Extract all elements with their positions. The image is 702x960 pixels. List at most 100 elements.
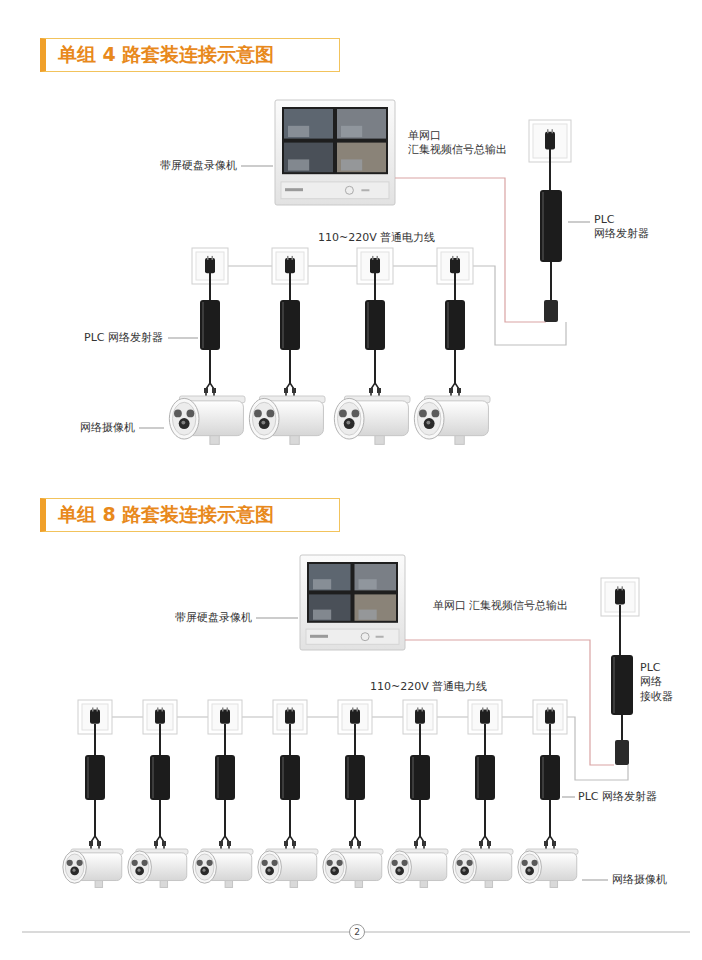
plug-prong bbox=[212, 256, 214, 260]
power-cord bbox=[549, 149, 551, 190]
ir-led bbox=[352, 410, 360, 418]
view-detail bbox=[341, 159, 362, 170]
dvr-screen bbox=[282, 107, 388, 174]
dvr-frame bbox=[300, 555, 405, 650]
plc-adapter bbox=[410, 755, 430, 800]
plug-prong bbox=[162, 707, 164, 711]
plug bbox=[205, 258, 215, 273]
camera-lens bbox=[265, 867, 274, 876]
camera-ring bbox=[455, 854, 474, 880]
dvr-logo-mark bbox=[310, 635, 328, 638]
dvr-screen bbox=[307, 562, 398, 623]
leader-line bbox=[256, 618, 298, 619]
power-cord bbox=[289, 800, 291, 836]
cable-connector bbox=[357, 841, 361, 846]
ir-led bbox=[457, 860, 463, 866]
power-cord bbox=[354, 724, 356, 755]
plug-prong bbox=[97, 707, 99, 711]
power-cord bbox=[419, 800, 421, 836]
dvr-panel bbox=[306, 629, 399, 644]
cable-connector bbox=[284, 841, 288, 846]
cable-connector bbox=[544, 841, 548, 846]
camera-ring bbox=[520, 854, 539, 880]
power-cord bbox=[159, 800, 161, 836]
camera-view bbox=[284, 143, 333, 173]
dvr-logo-mark bbox=[285, 188, 303, 191]
plug-prong bbox=[207, 256, 209, 260]
power-cord bbox=[549, 724, 551, 755]
title-text: 单组 4 路套装连接示意图 bbox=[58, 42, 274, 68]
cable-connector bbox=[414, 841, 418, 846]
plug-prong bbox=[547, 129, 549, 133]
camera-ring bbox=[130, 854, 149, 880]
plc-adapter bbox=[280, 300, 300, 350]
camera-ring bbox=[337, 402, 360, 435]
ir-led bbox=[67, 860, 73, 866]
power-cord bbox=[289, 350, 291, 383]
adapter-highlight bbox=[282, 757, 284, 798]
leader-line bbox=[582, 880, 608, 881]
lens-glint bbox=[332, 869, 335, 872]
plug bbox=[615, 589, 625, 605]
section-title: 单组 4 路套装连接示意图 bbox=[40, 38, 340, 72]
plc-adapter bbox=[200, 300, 220, 350]
camera-face bbox=[414, 398, 444, 439]
plug-prong bbox=[292, 256, 294, 260]
camera-view bbox=[309, 564, 351, 590]
plug bbox=[285, 710, 295, 724]
camera-view bbox=[337, 143, 386, 173]
dvr-frame bbox=[275, 100, 395, 205]
camera-lens bbox=[395, 867, 404, 876]
camera-ring bbox=[172, 402, 195, 435]
cable-connector bbox=[212, 388, 216, 393]
ir-led bbox=[142, 860, 148, 866]
view-detail bbox=[288, 159, 309, 170]
plug bbox=[545, 710, 555, 724]
camera-ring bbox=[390, 854, 409, 880]
lens-glint bbox=[527, 869, 530, 872]
power-cord bbox=[619, 605, 621, 655]
plc-adapter bbox=[150, 755, 170, 800]
camera-face bbox=[323, 851, 347, 883]
cable-connector bbox=[377, 388, 381, 393]
power-cord bbox=[224, 724, 226, 755]
section-title: 单组 8 路套装连接示意图 bbox=[40, 498, 340, 532]
adapter-highlight bbox=[447, 302, 449, 348]
ir-led bbox=[267, 410, 275, 418]
camera-lens bbox=[200, 867, 209, 876]
camera-face bbox=[388, 851, 412, 883]
plug-prong bbox=[357, 707, 359, 711]
plug-prong bbox=[377, 256, 379, 260]
port-label: 单网口 汇集视频信号总输出 bbox=[408, 129, 516, 158]
power-cord bbox=[419, 724, 421, 755]
plc-adapter bbox=[365, 300, 385, 350]
plug-prong bbox=[422, 707, 424, 711]
plug-prong bbox=[487, 707, 489, 711]
lens-glint bbox=[72, 869, 75, 872]
power-cord bbox=[374, 350, 376, 383]
plug bbox=[285, 258, 295, 273]
ir-led bbox=[132, 860, 138, 866]
device-label: 网络摄像机 bbox=[80, 421, 135, 435]
port-label: 单网口 汇集视频信号总输出 bbox=[433, 599, 569, 613]
lens-glint bbox=[137, 869, 140, 872]
camera-lens bbox=[525, 867, 534, 876]
ir-led bbox=[254, 410, 262, 418]
camera-lens bbox=[344, 418, 355, 429]
adapter-highlight bbox=[412, 757, 414, 798]
ir-led bbox=[339, 410, 347, 418]
plug bbox=[415, 710, 425, 724]
power-cord bbox=[289, 272, 291, 300]
cable-connector bbox=[292, 841, 296, 846]
lens-glint bbox=[426, 421, 430, 425]
plc-adapter bbox=[611, 655, 633, 715]
ir-led bbox=[419, 410, 427, 418]
camera-face bbox=[453, 851, 477, 883]
device-label: PLC 网络发射器 bbox=[578, 790, 657, 804]
cable-connector bbox=[552, 841, 556, 846]
camera-ring bbox=[195, 854, 214, 880]
camera-view bbox=[284, 109, 333, 139]
power-line bbox=[473, 266, 566, 345]
leader-line bbox=[139, 428, 164, 429]
